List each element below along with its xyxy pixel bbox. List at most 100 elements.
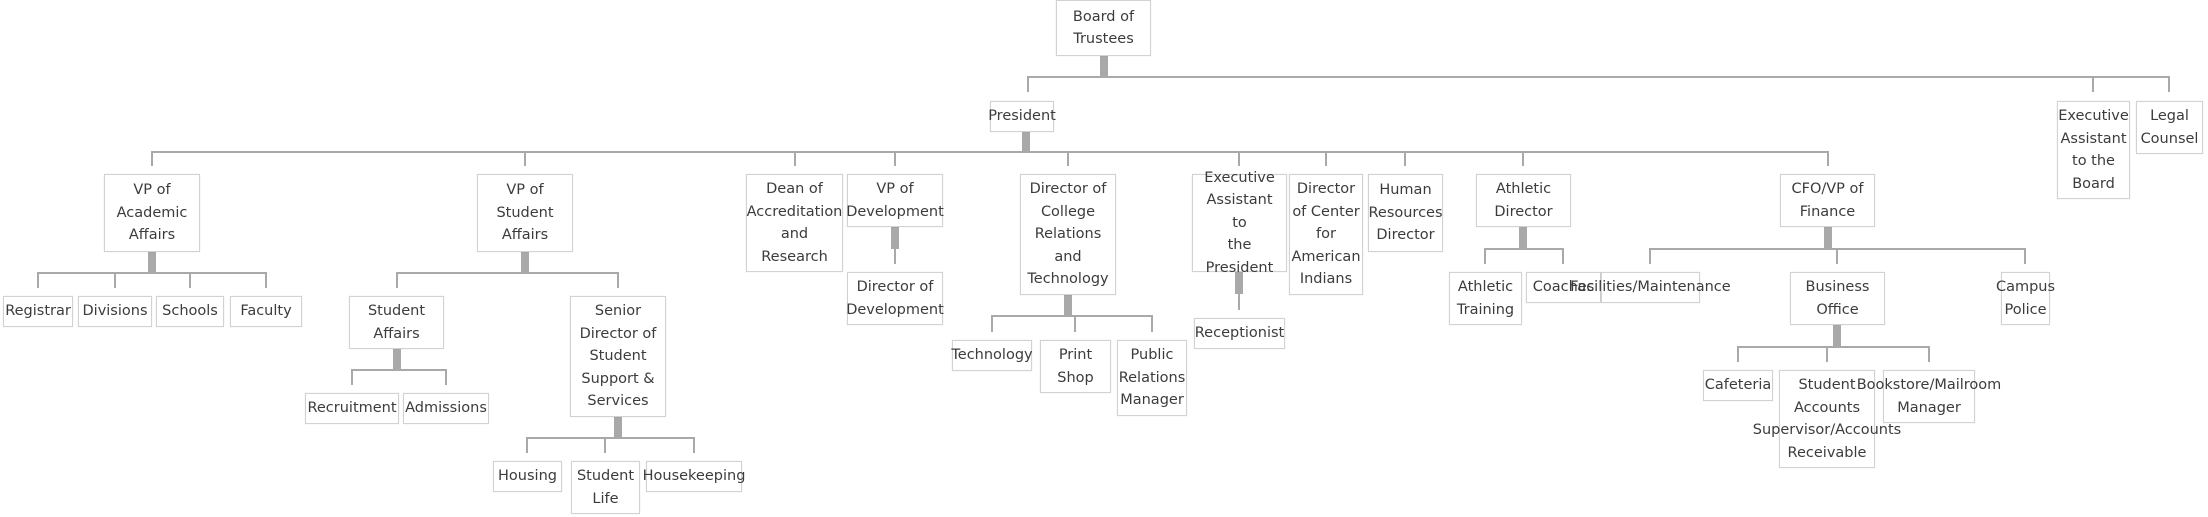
org-node-print-shop[interactable]: Print Shop [1040,340,1111,393]
org-node-label: Print Shop [1057,347,1094,386]
org-node-label: Dean of Accreditation and Research [746,181,843,265]
org-node-athletic-training[interactable]: Athletic Training [1449,272,1522,325]
connector-line [1649,237,1829,264]
org-node-label: Faculty [240,303,292,320]
connector-line [1837,346,1930,362]
connector-line [525,272,619,288]
org-node-registrar[interactable]: Registrar [3,296,73,327]
org-node-label: Board of Trustees [1072,8,1135,48]
connector-stub [1235,272,1243,294]
connector-line [1068,315,1153,332]
connector-stub [148,252,156,273]
connector-stub [891,227,899,249]
org-node-director-college-relations[interactable]: Director of College Relations and Techno… [1020,174,1116,295]
org-node-exec-asst-board[interactable]: Executive Assistant to the Board [2057,101,2130,199]
connector-line [618,437,695,453]
org-node-pr-manager[interactable]: Public Relations Manager [1117,340,1187,416]
connector-line [991,305,1069,332]
connector-stub [1022,132,1030,152]
org-node-label: Divisions [82,303,148,320]
org-node-label: CFO/VP of Finance [1791,181,1864,220]
org-node-label: Director of Center for American Indians [1291,181,1361,288]
connector-line [1523,248,1564,264]
org-node-recruitment[interactable]: Recruitment [305,393,399,424]
org-node-label: Executive Assistant to the Board [2058,108,2129,192]
org-node-president[interactable]: President [988,101,1056,132]
org-node-athletic-director[interactable]: Athletic Director [1476,174,1571,227]
connector-line [1104,76,2094,92]
org-node-legal-counsel[interactable]: Legal Counsel [2136,101,2203,154]
connector-line [152,272,267,288]
connector-line [1026,151,1829,166]
connector-line [2093,76,2170,92]
org-node-divisions[interactable]: Divisions [78,296,152,327]
org-node-label: Executive Assistant to the President [1204,169,1275,276]
connector-stub [521,252,529,273]
connector-line [37,262,153,288]
org-node-student-life[interactable]: Student Life [571,461,640,514]
org-node-label: Campus Police [1995,279,2056,318]
org-node-hr-director[interactable]: Human Resources Director [1368,174,1443,252]
org-node-housing[interactable]: Housing [493,461,562,492]
connector-line [1484,237,1524,264]
org-node-facilities[interactable]: Facilities/Maintenance [1570,272,1731,303]
connector-stub [1833,325,1841,347]
org-node-label: Business Office [1805,279,1870,318]
org-node-bookstore[interactable]: Bookstore/Mailroom Manager [1857,370,2001,423]
org-node-receptionist[interactable]: Receptionist [1194,318,1285,349]
org-node-campus-police[interactable]: Campus Police [1996,272,2055,325]
org-node-student-affairs[interactable]: Student Affairs [349,296,444,349]
connector-stub [1064,295,1072,316]
connector-line [604,437,618,453]
org-node-director-development[interactable]: Director of Development [846,272,944,325]
org-node-coaches[interactable]: Coaches [1526,272,1601,303]
org-node-exec-asst-president[interactable]: Executive Assistant to the President [1192,170,1287,276]
org-node-vp-development[interactable]: VP of Development [846,174,944,227]
org-node-label: Receptionist [1194,325,1285,342]
org-node-label: Schools [162,303,218,320]
org-node-label: Director of Development [846,279,944,318]
org-node-label: Housing [498,468,557,485]
org-node-label: Athletic Training [1456,279,1515,318]
connector-line [1068,315,1076,332]
org-node-vp-student[interactable]: VP of Student Affairs [477,174,573,252]
connector-stub [1100,56,1108,76]
org-node-housekeeping[interactable]: Housekeeping [643,461,745,492]
connector-line [1027,66,1105,92]
org-node-faculty[interactable]: Faculty [230,296,302,327]
connector-line [397,369,447,385]
org-node-cfo[interactable]: CFO/VP of Finance [1780,174,1875,227]
org-node-senior-director[interactable]: Senior Director of Student Support & Ser… [570,296,666,417]
connector-stub [1824,227,1832,249]
org-node-label: Facilities/Maintenance [1570,279,1731,296]
org-node-label: Public Relations Manager [1118,347,1186,409]
org-node-label: Senior Director of Student Support & Ser… [579,303,657,410]
org-node-vp-academic[interactable]: VP of Academic Affairs [104,174,200,252]
connector-line [396,262,526,288]
org-node-label: Legal Counsel [2140,108,2199,147]
connector-stub [1519,227,1527,249]
org-node-admissions[interactable]: Admissions [403,393,489,424]
org-node-dean-accreditation[interactable]: Dean of Accreditation and Research [746,174,843,272]
org-node-technology[interactable]: Technology [951,340,1033,371]
org-node-label: Director of College Relations and Techno… [1027,181,1109,288]
org-node-student-accounts[interactable]: Student Accounts Supervisor/Accounts Rec… [1753,370,1901,468]
org-node-label: Athletic Director [1494,181,1553,220]
org-node-cafeteria[interactable]: Cafeteria [1703,370,1773,401]
connector-stub [614,417,622,438]
connector-line [1828,248,1838,264]
org-node-label: Student Affairs [367,303,426,342]
org-node-schools[interactable]: Schools [156,296,224,327]
org-node-label: Student Life [576,468,635,507]
org-node-board[interactable]: Board of Trustees [1056,0,1151,56]
org-node-label: Recruitment [307,400,397,417]
org-node-business-office[interactable]: Business Office [1790,272,1885,325]
org-node-label: VP of Academic Affairs [116,182,188,244]
org-node-label: Housekeeping [642,468,746,485]
connector-line [351,359,398,385]
connector-line [1828,248,2026,264]
org-node-label: VP of Student Affairs [496,182,554,244]
org-node-label: Human Resources Director [1368,182,1443,244]
org-node-label: President [988,108,1056,125]
org-node-director-american-indians[interactable]: Director of Center for American Indians [1289,174,1363,295]
